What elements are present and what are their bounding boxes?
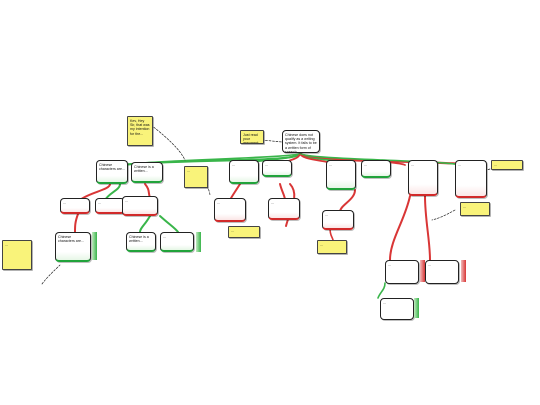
claim-node-right-2-text: ... xyxy=(428,262,431,267)
support-node-1[interactable]: Chinese characters are... xyxy=(96,160,128,184)
support-tab-9 xyxy=(196,232,201,252)
oppose-node-1-text: ... xyxy=(411,162,414,167)
support-node-5-text: ... xyxy=(329,162,332,167)
note-right-text: ... xyxy=(463,204,466,209)
claim-node-right-1-text: ... xyxy=(388,262,391,267)
main-claim[interactable]: Chinese does not qualify as a writing sy… xyxy=(282,130,320,153)
support-node-4[interactable]: ... xyxy=(262,160,292,177)
support-node-4-text: ... xyxy=(265,162,268,167)
note-main-comment[interactable]: Just read your argument: on your new sch… xyxy=(240,130,264,144)
note-left-text: ... xyxy=(5,242,8,247)
oppose-node-8[interactable]: ... xyxy=(322,210,354,230)
oppose-node-3-text: ... xyxy=(63,200,66,205)
support-node-2-text: Chinese is a written... xyxy=(134,164,154,173)
oppose-node-7-text: ... xyxy=(271,200,274,205)
oppose-node-5[interactable]: ... xyxy=(122,196,158,216)
oppose-node-2-text: ... xyxy=(458,162,461,167)
oppose-node-5-text: ... xyxy=(125,198,128,203)
oppose-node-4-text: ... xyxy=(98,200,101,205)
note-mid[interactable]: ... xyxy=(228,226,260,238)
oppose-tab-r2 xyxy=(461,260,466,282)
note-far-right[interactable]: ... xyxy=(491,160,523,170)
note-left[interactable]: ... xyxy=(2,240,32,270)
oppose-node-2[interactable]: ... xyxy=(455,160,487,198)
oppose-node-7[interactable]: ... xyxy=(268,198,300,220)
claim-node-bottom[interactable]: ... xyxy=(380,298,414,320)
oppose-tab-r1 xyxy=(420,260,425,282)
oppose-node-3[interactable]: ... xyxy=(60,198,90,214)
oppose-node-1[interactable]: ... xyxy=(408,160,438,196)
main-claim-text: Chinese does not qualify as a writing sy… xyxy=(285,132,317,153)
oppose-node-6[interactable]: ... xyxy=(214,198,246,222)
note-main-text: Just read your argument: on your new sch… xyxy=(243,132,260,144)
support-node-5[interactable]: ... xyxy=(326,160,356,190)
note-mid-text: ... xyxy=(231,228,234,233)
oppose-node-8-text: ... xyxy=(325,212,328,217)
oppose-node-6-text: ... xyxy=(217,200,220,205)
support-node-7-text: Chinese characters are... xyxy=(58,234,84,243)
oppose-node-4[interactable]: ... xyxy=(95,198,125,214)
support-node-3-text: ... xyxy=(232,162,235,167)
support-node-2[interactable]: Chinese is a written... xyxy=(131,162,163,183)
note-connector-main xyxy=(261,139,283,143)
note-mid-right-text: ... xyxy=(320,242,323,247)
support-node-9[interactable]: ... xyxy=(160,232,194,252)
support-node-1-text: Chinese characters are... xyxy=(99,162,125,171)
support-node-7[interactable]: Chinese characters are... xyxy=(55,232,91,262)
note-mid-right[interactable]: ... xyxy=(317,240,347,254)
support-tab-bottom xyxy=(414,298,419,318)
support-tab-7 xyxy=(92,232,97,260)
support-node-9-text: ... xyxy=(163,234,166,239)
support-node-8-text: Chinese is a written... xyxy=(129,234,149,243)
claim-node-right-2[interactable]: ... xyxy=(425,260,459,284)
support-node-3[interactable]: ... xyxy=(229,160,259,184)
note-center-left[interactable]: ... xyxy=(184,166,208,188)
claim-node-right-1[interactable]: ... xyxy=(385,260,419,284)
note-far-right-text: ... xyxy=(494,162,497,167)
note-top-left[interactable]: Kev, Hey Sir, that was my intention for … xyxy=(127,116,153,146)
support-node-6-text: ... xyxy=(364,162,367,167)
claim-node-bottom-text: ... xyxy=(383,300,386,305)
note-center-left-text: ... xyxy=(187,168,190,173)
note-top-left-text: Kev, Hey Sir, that was my intention for … xyxy=(130,118,150,136)
support-node-6[interactable]: ... xyxy=(361,160,391,178)
support-node-8[interactable]: Chinese is a written... xyxy=(126,232,156,252)
note-right[interactable]: ... xyxy=(460,202,490,216)
